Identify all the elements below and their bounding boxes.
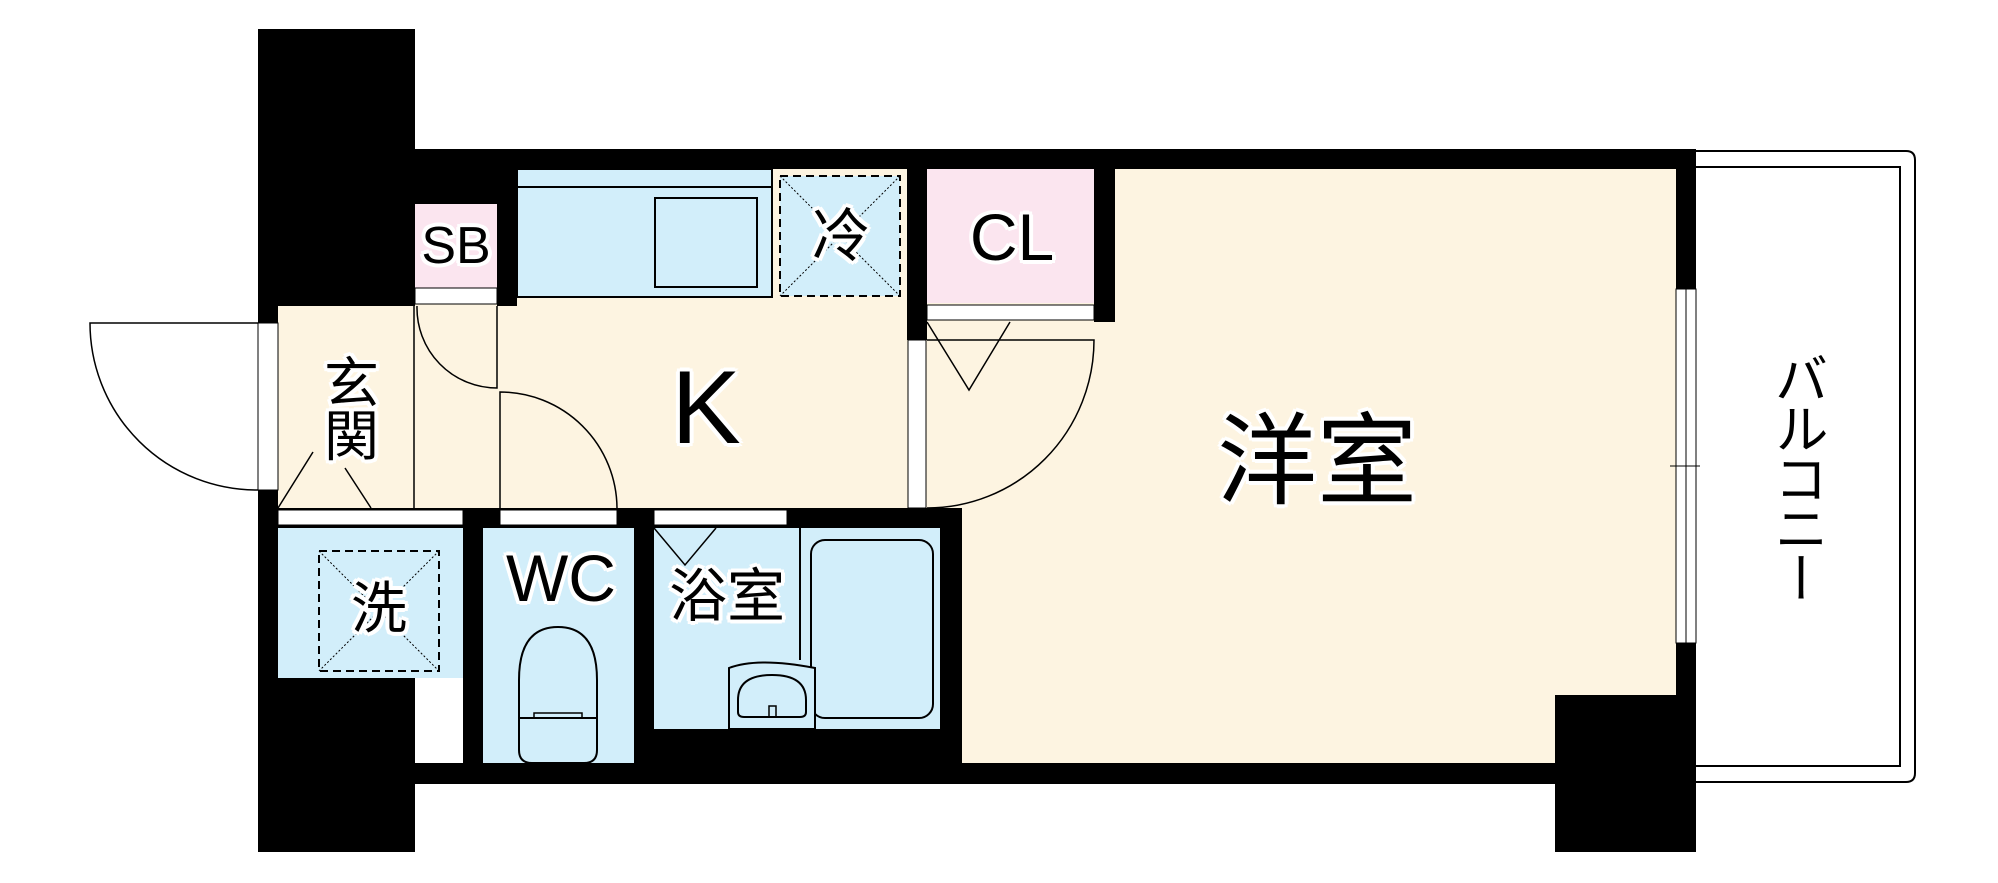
balcony-label: バルコニー <box>1765 351 1828 601</box>
entrance-floor <box>278 306 414 508</box>
bath-sink <box>728 661 816 730</box>
walls <box>258 29 1696 852</box>
door-openings <box>257 287 1700 644</box>
door-swings <box>89 305 1095 567</box>
kitchen-sink <box>654 197 758 288</box>
western-room-label: 洋室 <box>1217 403 1417 520</box>
toilet-floor <box>483 528 634 763</box>
closet <box>927 169 1094 303</box>
bathroom-label: 浴室 <box>668 562 786 630</box>
kitchen-floor <box>414 296 908 508</box>
shoe-box-label: SB <box>421 217 491 275</box>
shoe-box <box>415 204 497 288</box>
fixtures <box>318 175 934 764</box>
washer-label: 洗 <box>351 577 407 642</box>
refrigerator-label: 冷 <box>811 202 871 270</box>
washer-space <box>318 550 440 672</box>
bathtub <box>810 539 934 719</box>
entrance-label: 玄関 <box>314 354 379 460</box>
toilet-label: WC <box>506 541 616 615</box>
closet-label: CL <box>969 200 1055 274</box>
toilet-fixture <box>518 625 598 764</box>
balcony-area <box>1695 150 1916 783</box>
kitchen-label: K <box>671 350 741 466</box>
